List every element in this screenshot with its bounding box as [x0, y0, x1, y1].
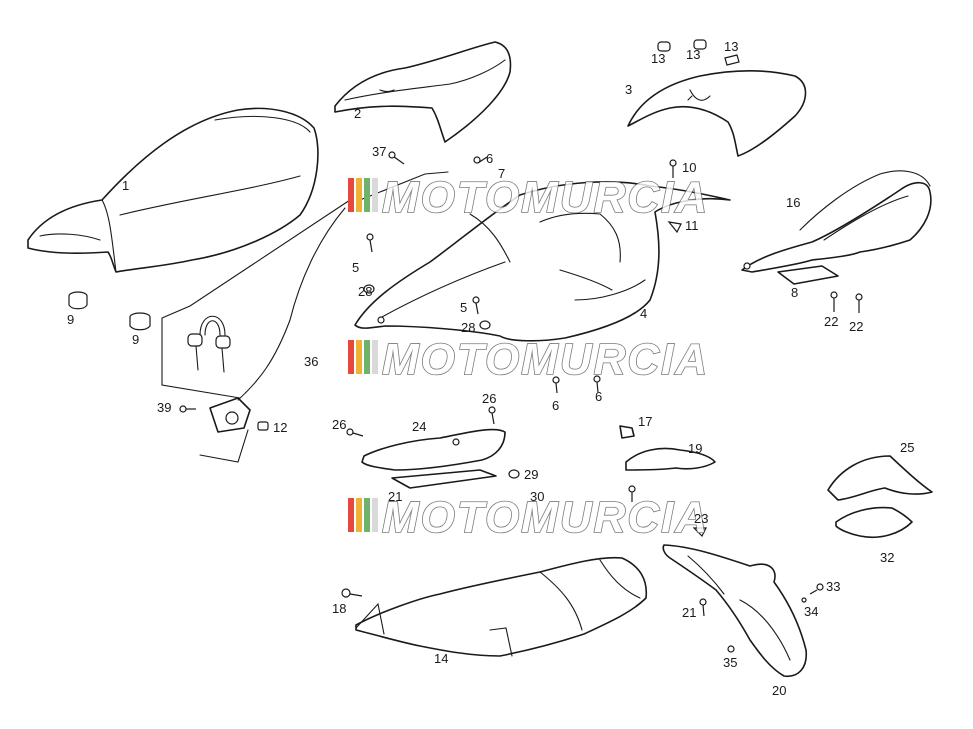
- watermark-top: MOTOMURCIA: [348, 172, 709, 223]
- watermark-stripe-grey: [372, 340, 378, 374]
- label-part-34[interactable]: 34: [804, 604, 818, 619]
- label-part-28[interactable]: 28: [358, 284, 372, 299]
- ignition-keys[interactable]: [187, 315, 231, 373]
- watermark-stripe-green: [364, 340, 370, 374]
- label-part-36[interactable]: 36: [304, 354, 318, 369]
- watermark-text-middle: MOTOMURCIA: [382, 335, 709, 384]
- label-part-28[interactable]: 28: [461, 320, 475, 335]
- label-part-19[interactable]: 19: [688, 441, 702, 456]
- part-1-rider-seat[interactable]: [27, 107, 319, 273]
- watermark-stripe-yellow: [356, 498, 362, 532]
- label-part-9[interactable]: 9: [132, 332, 139, 347]
- watermark-stripe-green: [364, 178, 370, 212]
- part-16-grab-rail[interactable]: [741, 170, 932, 273]
- watermark-stripe-red: [348, 178, 354, 212]
- part-32-cover[interactable]: [835, 506, 913, 538]
- part-25-cover[interactable]: [827, 455, 933, 501]
- label-part-4[interactable]: 4: [640, 306, 647, 321]
- part-9-rubber-buffer-b[interactable]: [129, 312, 151, 331]
- watermark-middle: MOTOMURCIA: [348, 334, 709, 385]
- label-part-23[interactable]: 23: [694, 511, 708, 526]
- watermark-stripe-red: [348, 340, 354, 374]
- label-part-30[interactable]: 30: [530, 489, 544, 504]
- label-part-12[interactable]: 12: [273, 420, 287, 435]
- part-3-seat-cowl[interactable]: [627, 69, 807, 157]
- label-part-10[interactable]: 10: [682, 160, 696, 175]
- watermark-stripe-yellow: [356, 340, 362, 374]
- label-part-13[interactable]: 13: [651, 51, 665, 66]
- label-part-35[interactable]: 35: [723, 655, 737, 670]
- label-part-16[interactable]: 16: [786, 195, 800, 210]
- part-9-rubber-buffer-a[interactable]: [68, 291, 88, 310]
- part-4-tail-fairing[interactable]: [354, 181, 731, 342]
- label-part-20[interactable]: 20: [772, 683, 786, 698]
- label-part-22[interactable]: 22: [824, 314, 838, 329]
- label-part-18[interactable]: 18: [332, 601, 346, 616]
- watermark-bottom: MOTOMURCIA: [348, 492, 709, 543]
- part-14-inner-mudguard[interactable]: [355, 556, 648, 657]
- label-part-6[interactable]: 6: [595, 389, 602, 404]
- hardware-fasteners[interactable]: [179, 151, 863, 653]
- label-part-37[interactable]: 37: [372, 144, 386, 159]
- label-part-3[interactable]: 3: [625, 82, 632, 97]
- label-part-29[interactable]: 29: [524, 467, 538, 482]
- part-number-labels: 1 2 3 4 5 5 6 6 6 7 8 9 9 10 11 12 13 13…: [67, 39, 914, 698]
- label-part-39[interactable]: 39: [157, 400, 171, 415]
- label-part-1[interactable]: 1: [122, 178, 129, 193]
- label-part-5[interactable]: 5: [460, 300, 467, 315]
- label-part-11[interactable]: 11: [685, 218, 699, 233]
- watermark-stripe-yellow: [356, 178, 362, 212]
- label-part-26[interactable]: 26: [482, 391, 496, 406]
- label-part-21[interactable]: 21: [682, 605, 696, 620]
- watermark-text-top: MOTOMURCIA: [382, 173, 709, 222]
- label-part-13[interactable]: 13: [686, 47, 700, 62]
- label-part-26[interactable]: 26: [332, 417, 346, 432]
- label-part-25[interactable]: 25: [900, 440, 914, 455]
- label-part-17[interactable]: 17: [638, 414, 652, 429]
- label-part-24[interactable]: 24: [412, 419, 426, 434]
- label-part-14[interactable]: 14: [434, 651, 448, 666]
- label-part-6[interactable]: 6: [486, 151, 493, 166]
- label-part-5[interactable]: 5: [352, 260, 359, 275]
- watermark-stripe-grey: [372, 178, 378, 212]
- label-part-21[interactable]: 21: [388, 489, 402, 504]
- part-19-bracket[interactable]: [619, 425, 716, 471]
- watermark-stripe-green: [364, 498, 370, 532]
- watermark-stripe-grey: [372, 498, 378, 532]
- label-part-13[interactable]: 13: [724, 39, 738, 54]
- label-part-8[interactable]: 8: [791, 285, 798, 300]
- watermark-stripe-red: [348, 498, 354, 532]
- label-part-33[interactable]: 33: [826, 579, 840, 594]
- part-8-pad[interactable]: [777, 265, 839, 285]
- label-part-7[interactable]: 7: [498, 166, 505, 181]
- part-39-lock-cylinder[interactable]: [209, 397, 251, 433]
- label-part-32[interactable]: 32: [880, 550, 894, 565]
- part-13-clips[interactable]: [657, 39, 740, 66]
- part-20-rear-hugger[interactable]: [662, 544, 808, 677]
- label-part-6[interactable]: 6: [552, 398, 559, 413]
- watermark-text-bottom: MOTOMURCIA: [382, 493, 709, 542]
- label-part-9[interactable]: 9: [67, 312, 74, 327]
- part-24-bracket[interactable]: [361, 428, 506, 489]
- label-part-22[interactable]: 22: [849, 319, 863, 334]
- label-part-2[interactable]: 2: [354, 106, 361, 121]
- part-2-passenger-seat[interactable]: [334, 41, 512, 143]
- part-36-release-cable[interactable]: [161, 171, 449, 463]
